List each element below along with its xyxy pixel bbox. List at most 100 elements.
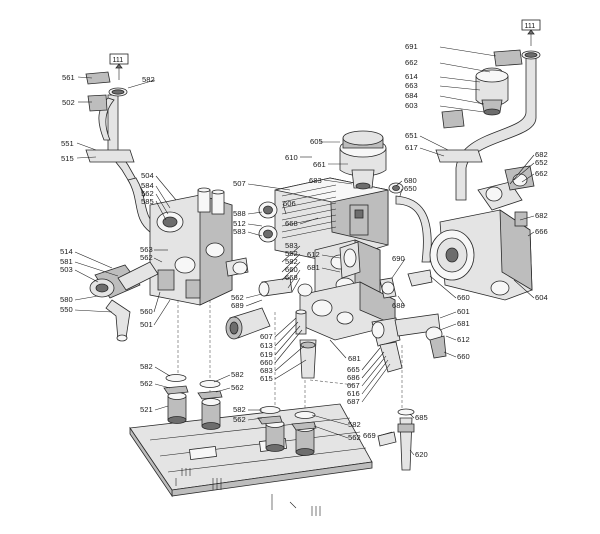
part-label: 588 <box>233 209 246 218</box>
part-label: 689 <box>231 301 244 310</box>
leader-lines <box>74 46 535 456</box>
part-label: 615 <box>260 374 273 383</box>
flow-marker-right: 111 <box>521 19 541 46</box>
part-label: 650 <box>404 184 417 193</box>
part-label: 562 <box>140 379 153 388</box>
part-label: 582 <box>142 75 155 84</box>
part-label: 681 <box>457 319 470 328</box>
part-label: 560 <box>140 307 153 316</box>
part-label: 662 <box>535 169 548 178</box>
part-label: 501 <box>140 320 153 329</box>
probe-620 <box>377 408 415 471</box>
connector-pipe-650 <box>388 182 433 287</box>
part-label: 610 <box>285 153 298 162</box>
part-label: 605 <box>310 137 323 146</box>
part-label: 582 <box>285 257 298 266</box>
part-label: 619 <box>260 350 273 359</box>
part-label: 582 <box>231 370 244 379</box>
part-label: 563 <box>140 245 153 254</box>
center-fittings <box>225 241 361 379</box>
right-block-fittings <box>371 277 447 373</box>
right-supply-pipe <box>435 49 541 201</box>
part-label: 581 <box>60 257 73 266</box>
part-label: 660 <box>457 293 470 302</box>
part-label: 690 <box>392 254 405 263</box>
part-label: 515 <box>61 154 74 163</box>
part-label: 660 <box>457 352 470 361</box>
part-label: 562 <box>231 293 244 302</box>
part-label: 665 <box>347 365 360 374</box>
part-label: 687 <box>347 397 360 406</box>
part-label: 612 <box>307 250 320 259</box>
part-label: 512 <box>233 219 246 228</box>
part-label: 562 <box>348 433 361 442</box>
part-label: 691 <box>405 42 418 51</box>
part-label: 651 <box>405 131 418 140</box>
bottom-fasteners <box>175 468 321 516</box>
part-label: 604 <box>535 293 548 302</box>
part-label: 683 <box>309 176 322 185</box>
part-label: 612 <box>457 335 470 344</box>
part-label: 521 <box>140 405 153 414</box>
part-label: 503 <box>60 265 73 274</box>
part-label: 580 <box>60 295 73 304</box>
part-label: 502 <box>62 98 75 107</box>
base-plate <box>129 403 373 498</box>
part-label: 660 <box>260 358 273 367</box>
left-hydraulic-block <box>149 187 233 306</box>
part-label: 680 <box>404 176 417 185</box>
left-filter-valve <box>89 261 159 342</box>
part-label: 562 <box>141 189 154 198</box>
flow-marker-left: 111 <box>109 53 129 80</box>
svg-text:111: 111 <box>525 23 536 30</box>
part-label: 504 <box>141 171 154 180</box>
part-label: 584 <box>141 181 154 190</box>
part-label: 652 <box>535 158 548 167</box>
part-label: 552 <box>285 249 298 258</box>
part-label: 585 <box>141 197 154 206</box>
part-label: 562 <box>140 253 153 262</box>
part-label: 582 <box>348 420 361 429</box>
part-label: 684 <box>405 91 418 100</box>
left-supply-pipe <box>85 71 157 233</box>
part-label: 613 <box>260 341 273 350</box>
part-label: 606 <box>283 199 296 208</box>
part-label: 682 <box>535 211 548 220</box>
part-label: 662 <box>405 58 418 67</box>
part-label: 663 <box>405 81 418 90</box>
part-label: 666 <box>535 227 548 236</box>
part-label: 620 <box>415 450 428 459</box>
exchanger-plates <box>281 184 337 239</box>
part-label: 582 <box>140 362 153 371</box>
part-label: 561 <box>62 73 75 82</box>
part-label: 616 <box>347 389 360 398</box>
part-label: 685 <box>415 413 428 422</box>
part-label: 688 <box>392 301 405 310</box>
part-label: 683 <box>260 366 273 375</box>
part-label: 507 <box>233 179 246 188</box>
part-label: 617 <box>405 143 418 152</box>
part-label: 668 <box>285 273 298 282</box>
part-label: 686 <box>347 373 360 382</box>
part-label: 550 <box>60 305 73 314</box>
part-label: 582 <box>233 405 246 414</box>
part-label: 562 <box>231 383 244 392</box>
part-label: 660 <box>285 265 298 274</box>
part-label: 601 <box>457 307 470 316</box>
diverter-block <box>297 239 396 341</box>
part-label: 583 <box>233 227 246 236</box>
part-label: 681 <box>307 263 320 272</box>
svg-text:111: 111 <box>113 57 124 64</box>
part-label: 583 <box>285 241 298 250</box>
part-label: 669 <box>363 431 376 440</box>
part-label: 514 <box>60 247 73 256</box>
part-label: 667 <box>347 381 360 390</box>
top-valve <box>475 67 509 116</box>
part-label: 607 <box>260 332 273 341</box>
heat-exchanger <box>258 177 389 263</box>
part-label: 562 <box>233 415 246 424</box>
part-label: 661 <box>313 160 326 169</box>
seals-and-clips <box>163 374 317 431</box>
fan-motor <box>339 130 387 190</box>
